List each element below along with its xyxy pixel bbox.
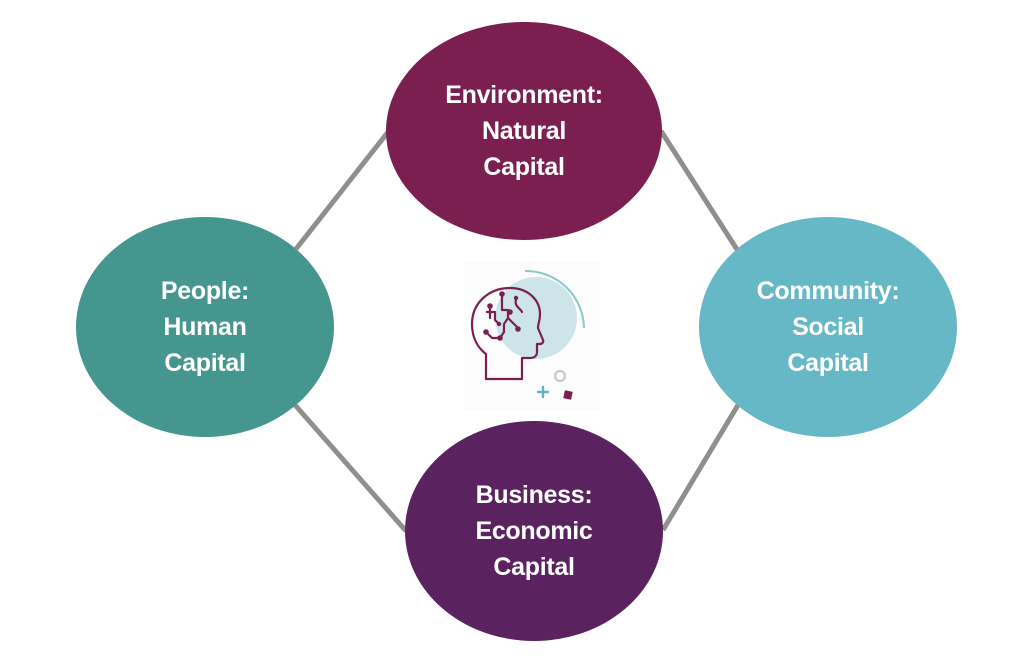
small-square-icon [563, 390, 573, 400]
node-business-economic-capital: Business: Economic Capital [405, 421, 663, 641]
label-line: Community: [756, 277, 900, 305]
ai-brain-head-icon-graphic [470, 269, 585, 400]
node-environment-natural-capital: Environment: Natural Capital [386, 22, 662, 240]
node-label: Environment: Natural Capital [445, 77, 603, 185]
ai-brain-head-icon [464, 262, 600, 410]
node-people-human-capital: People: Human Capital [76, 217, 334, 437]
label-line: Human [163, 313, 247, 341]
label-line: Social [792, 313, 864, 341]
label-line: People: [160, 277, 250, 305]
edge-environment-community [658, 129, 741, 253]
label-line: Business: [475, 481, 593, 509]
node-label: Business: Economic Capital [475, 477, 592, 585]
label-line: Capital [787, 349, 869, 377]
label-line: Economic [475, 517, 593, 545]
label-line: Capital [164, 349, 246, 377]
plus-icon [536, 385, 550, 399]
node-community-social-capital: Community: Social Capital [699, 217, 957, 437]
circuit-nodes-icon [483, 291, 521, 341]
small-ring-icon [553, 369, 567, 383]
arc-icon [524, 269, 585, 329]
label-line: Natural [481, 117, 567, 145]
edge-people-environment [294, 130, 390, 251]
label-line: Capital [483, 153, 565, 181]
edge-business-community [660, 403, 741, 532]
node-label: Community: Social Capital [757, 273, 900, 381]
label-line: Environment: [445, 81, 603, 109]
node-label: People: Human Capital [160, 273, 250, 381]
label-line: Capital [493, 553, 575, 581]
head-outline-icon [470, 286, 545, 381]
edge-people-business [293, 403, 408, 533]
